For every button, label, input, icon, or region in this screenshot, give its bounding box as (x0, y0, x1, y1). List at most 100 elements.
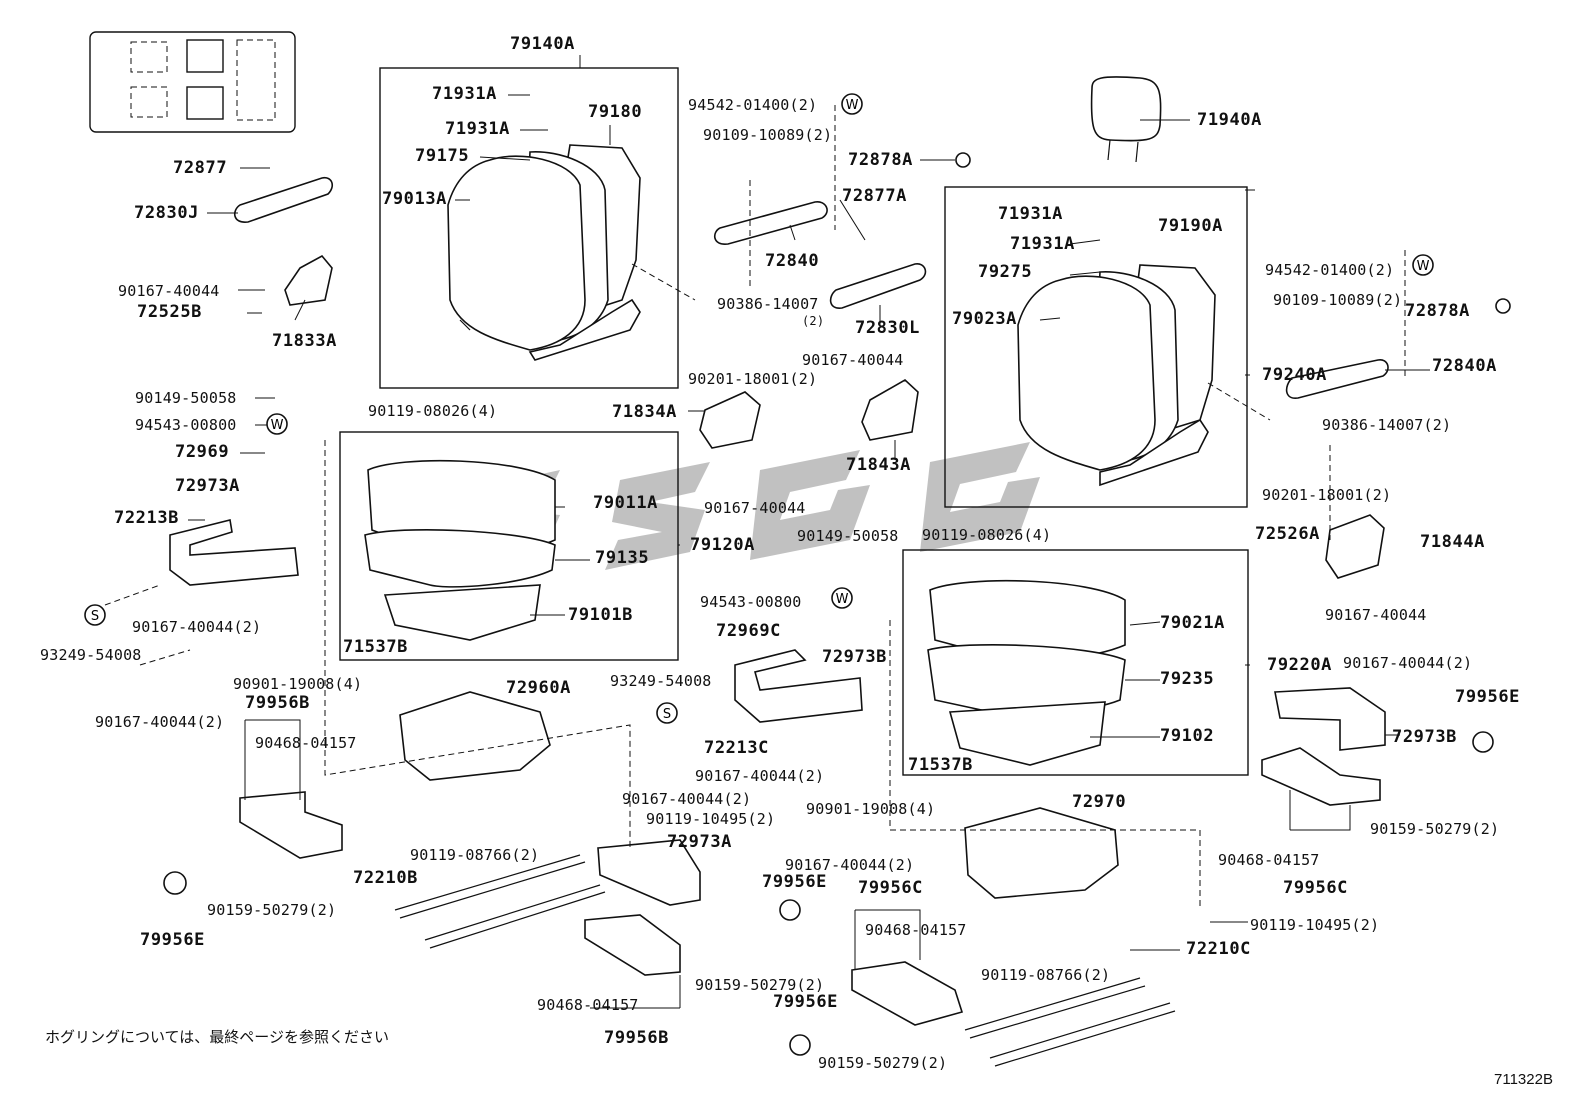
label-79235: 79235 (1160, 669, 1215, 689)
label-79240A: 79240A (1262, 365, 1328, 385)
bracket-71843A (861, 379, 919, 441)
label-90149-50058-b: 90149-50058 (797, 527, 899, 545)
label-72525B: 72525B (137, 302, 203, 322)
armrest-72830L (829, 263, 927, 309)
label-90901-19008-a: 90901-19008(4) (233, 675, 363, 693)
cap-79956E-c (789, 1034, 811, 1056)
label-79102: 79102 (1160, 726, 1215, 746)
label-94543-00800-a: 94543-00800 (135, 416, 237, 434)
label-79021A: 79021A (1160, 613, 1226, 633)
label-79956C-b: 79956C (1283, 878, 1349, 898)
seat-rails-left (394, 854, 606, 949)
svg-text:W: W (1417, 259, 1430, 274)
label-79120A: 79120A (690, 535, 756, 555)
headrest (1090, 76, 1162, 163)
svg-text:W: W (846, 98, 859, 113)
label-90119-08766-a: 90119-08766(2) (410, 846, 540, 864)
label-71931A-4: 71931A (1010, 234, 1076, 254)
cap-79956E-d (1472, 731, 1494, 753)
label-71537B-b: 71537B (908, 755, 974, 775)
label-90468-04157-a: 90468-04157 (255, 734, 357, 752)
washer-mark-a (841, 93, 863, 115)
label-72878A-a: 72878A (848, 150, 914, 170)
label-79956E-c: 79956E (773, 992, 839, 1012)
label-79140A: 79140A (510, 34, 576, 54)
label-72840A: 72840A (1432, 356, 1498, 376)
label-90159-50279-b: 90159-50279(2) (695, 976, 825, 994)
label-71931A-3: 71931A (998, 204, 1064, 224)
bracket-71844A (1325, 514, 1385, 579)
label-79101B: 79101B (568, 605, 634, 625)
seatback-assembly-box-left (379, 67, 679, 389)
spacer-mark-a (84, 604, 106, 626)
label-90119-10495-b: 90119-10495(2) (1250, 916, 1380, 934)
label-72210C: 72210C (1186, 939, 1252, 959)
label-72877A: 72877A (842, 186, 908, 206)
label-79135: 79135 (595, 548, 650, 568)
label-79956B-a: 79956B (245, 693, 311, 713)
cap-72878A-a (955, 152, 971, 168)
label-79956E-a: 79956E (140, 930, 206, 950)
label-71833A: 71833A (272, 331, 338, 351)
label-71843A: 71843A (846, 455, 912, 475)
bracket-71833A (284, 254, 333, 306)
label-90119-08766-b: 90119-08766(2) (981, 966, 1111, 984)
label-90159-50279-d: 90159-50279(2) (1370, 820, 1500, 838)
cushion-left (364, 459, 556, 641)
label-79175: 79175 (415, 146, 470, 166)
cover-79956C-mid (851, 961, 964, 1026)
cushion-right (927, 579, 1126, 766)
label-90386-14007-a-qty: (2) (802, 314, 825, 328)
label-72210B: 72210B (353, 868, 419, 888)
cover-72973B-mid (734, 649, 863, 723)
label-90167-40044-j: 90167-40044(2) (1343, 654, 1473, 672)
label-90201-18001-a: 90201-18001(2) (688, 370, 818, 388)
washer-mark-c (266, 413, 288, 435)
label-90119-10495-a: 90119-10495(2) (646, 810, 776, 828)
label-90167-40044-h: 90167-40044(2) (622, 790, 752, 808)
label-90167-40044-d: 90167-40044(2) (132, 618, 262, 636)
label-71844A: 71844A (1420, 532, 1486, 552)
label-72878A-b: 72878A (1405, 301, 1471, 321)
label-90167-40044-i: 90167-40044(2) (785, 856, 915, 874)
label-72213B: 72213B (114, 508, 180, 528)
label-79023A: 79023A (952, 309, 1018, 329)
dashed-lines (104, 105, 1406, 910)
label-72969C: 72969C (716, 621, 782, 641)
label-93249-54008-b: 93249-54008 (610, 672, 712, 690)
cap-79956E-b (779, 899, 801, 921)
label-90167-40044-e: 90167-40044(2) (95, 713, 225, 731)
seatback-left (447, 144, 641, 361)
label-90901-19008-b: 90901-19008(4) (806, 800, 936, 818)
label-72969: 72969 (175, 442, 230, 462)
label-79011A: 79011A (593, 493, 659, 513)
label-93249-54008-a: 93249-54008 (40, 646, 142, 664)
label-90386-14007-a: 90386-14007 (717, 295, 819, 313)
label-79956E-d: 79956E (1455, 687, 1521, 707)
washer-mark-d (831, 587, 853, 609)
label-71834A: 71834A (612, 402, 678, 422)
label-72840: 72840 (765, 251, 820, 271)
svg-text:W: W (271, 418, 284, 433)
label-72877: 72877 (173, 158, 228, 178)
label-72973A-a: 72973A (175, 476, 241, 496)
label-90109-10089-b: 90109-10089(2) (1273, 291, 1403, 309)
label-94542-01400-a: 94542-01400(2) (688, 96, 818, 114)
label-72830J: 72830J (134, 203, 200, 223)
label-90468-04157-d: 90468-04157 (1218, 851, 1320, 869)
label-79956E-b: 79956E (762, 872, 828, 892)
cover-72973A-lower (597, 839, 701, 906)
label-90119-08026-b: 90119-08026(4) (922, 526, 1052, 544)
washer-mark-b (1412, 254, 1434, 276)
label-90167-40044-b: 90167-40044 (802, 351, 904, 369)
leader-lines (188, 55, 1430, 1009)
label-90468-04157-b: 90468-04157 (537, 996, 639, 1014)
svg-text:W: W (836, 592, 849, 607)
svg-text:S: S (91, 609, 99, 624)
label-90201-18001-b: 90201-18001(2) (1262, 486, 1392, 504)
label-94542-01400-b: 94542-01400(2) (1265, 261, 1395, 279)
label-90167-40044-a: 90167-40044 (118, 282, 220, 300)
cap-72878A-b (1495, 298, 1511, 314)
label-72526A: 72526A (1255, 524, 1321, 544)
label-94543-00800-b: 94543-00800 (700, 593, 802, 611)
